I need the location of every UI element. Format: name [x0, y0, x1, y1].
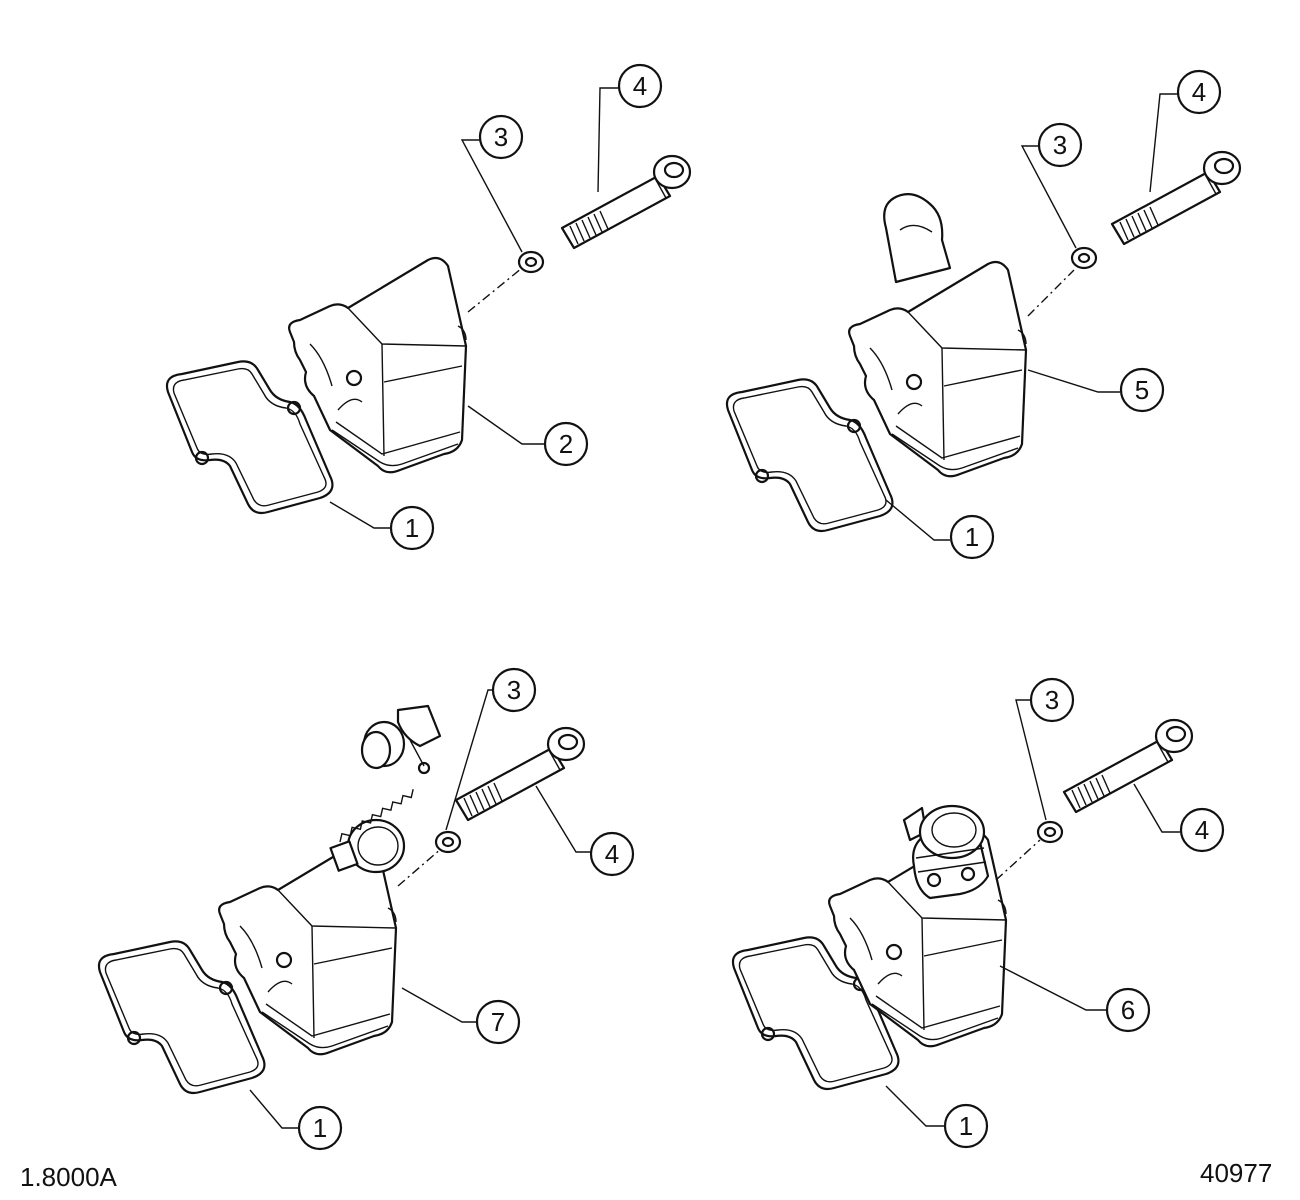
svg-text:1: 1	[959, 1111, 973, 1141]
washer	[434, 830, 462, 854]
svg-text:4: 4	[1192, 77, 1206, 107]
callout-7: 7	[401, 987, 521, 1045]
filler-cap	[360, 704, 442, 775]
svg-text:3: 3	[507, 675, 521, 705]
oil-separator	[902, 804, 990, 900]
screw	[1110, 150, 1242, 246]
callout-3-bottom-right: 3	[1015, 677, 1075, 821]
svg-text:3: 3	[1045, 685, 1059, 715]
cap-retainer-clip	[329, 840, 359, 872]
svg-text:4: 4	[1195, 815, 1209, 845]
svg-text:3: 3	[1053, 130, 1067, 160]
callout-4-top-left: 4	[597, 63, 663, 193]
assembly-bottom-left	[97, 704, 586, 1095]
gasket	[725, 378, 894, 533]
callout-4-bottom-right: 4	[1133, 783, 1225, 853]
callout-1-top-left: 1	[329, 501, 435, 551]
assembly-top-left	[165, 154, 692, 515]
svg-text:2: 2	[559, 429, 573, 459]
assembly-axis-line	[397, 847, 443, 887]
callout-1-bottom-left: 1	[249, 1089, 343, 1151]
callout-4-top-right: 4	[1149, 69, 1222, 193]
callout-2: 2	[467, 405, 589, 467]
figure-number: 40977	[1200, 1158, 1273, 1188]
assembly-axis-line	[467, 267, 523, 313]
svg-text:1: 1	[405, 513, 419, 543]
assembly-top-right	[725, 150, 1242, 533]
callout-3-bottom-left: 3	[445, 667, 537, 831]
assembly-axis-line	[1027, 269, 1075, 317]
washer	[517, 250, 545, 274]
callout-1-bottom-right: 1	[885, 1085, 989, 1149]
callout-3-top-left: 3	[460, 114, 524, 253]
assembly-bottom-right	[731, 718, 1194, 1091]
svg-text:5: 5	[1135, 375, 1149, 405]
svg-text:4: 4	[633, 71, 647, 101]
callout-4-bottom-left: 4	[535, 785, 635, 877]
callout-6: 6	[999, 965, 1151, 1033]
svg-text:1: 1	[965, 522, 979, 552]
svg-text:7: 7	[491, 1007, 505, 1037]
callout-5: 5	[1027, 367, 1165, 413]
svg-text:1: 1	[313, 1113, 327, 1143]
callout-3-top-right: 3	[1020, 122, 1083, 249]
svg-text:3: 3	[494, 122, 508, 152]
retaining-chain	[339, 789, 414, 843]
screw	[454, 726, 586, 822]
svg-text:4: 4	[605, 839, 619, 869]
svg-text:6: 6	[1121, 995, 1135, 1025]
screw	[1062, 718, 1194, 814]
washer	[1036, 820, 1064, 844]
breather-hose	[883, 193, 952, 284]
callout-1-top-right: 1	[885, 499, 995, 560]
figure-reference-code: 1.8000A	[20, 1162, 117, 1192]
assembly-axis-line	[995, 839, 1041, 881]
washer	[1070, 246, 1098, 270]
screw	[560, 154, 692, 250]
rocker-cover-with-breather	[848, 260, 1028, 478]
